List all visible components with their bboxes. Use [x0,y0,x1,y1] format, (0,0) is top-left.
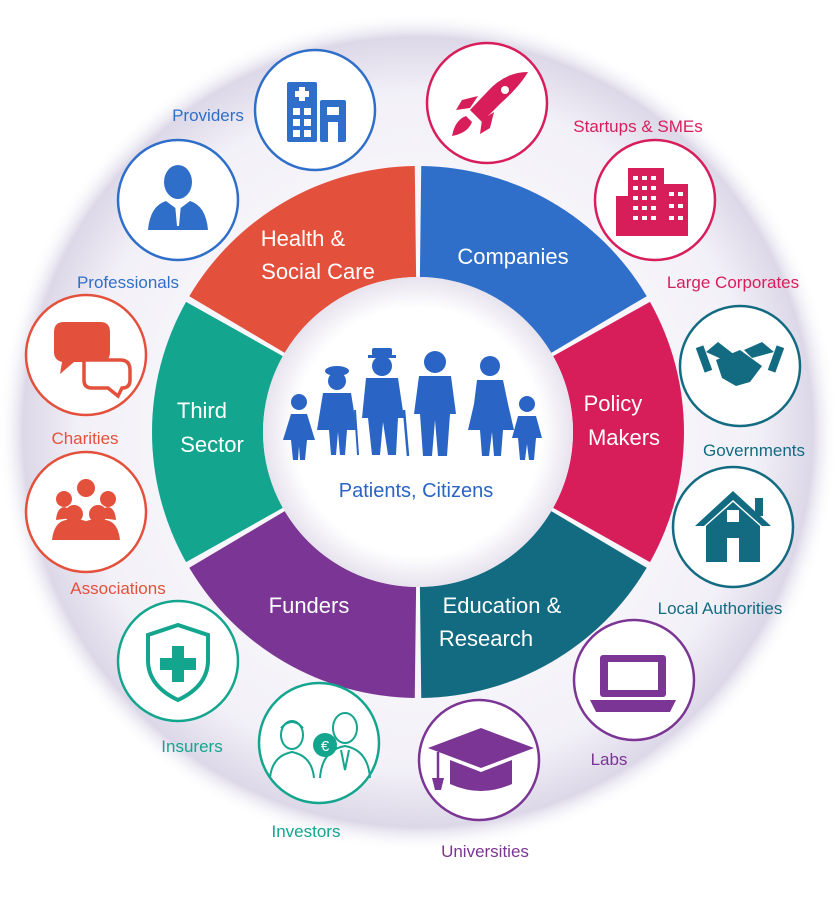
professionals-circle [116,138,240,262]
laptop-icon [590,655,676,712]
shield-cross-icon [146,622,210,703]
svg-text:€: € [321,738,330,755]
stakeholder-ring-local[interactable] [671,465,795,589]
center-label: Patients, Citizens [339,480,494,502]
stakeholder-ring-startups[interactable] [425,41,549,165]
stakeholder-label-local: Local Authorities [658,599,783,618]
stakeholder-ring-providers[interactable] [253,48,377,172]
stakeholder-label-charities: Charities [51,429,118,448]
stakeholder-label-insurers: Insurers [161,737,222,756]
stakeholder-ring-associations[interactable] [24,450,148,574]
segment-label-policy: Policy Makers [584,391,660,450]
stakeholder-ring-governments[interactable] [678,304,802,428]
stakeholder-ring-insurers[interactable] [116,599,240,723]
wheel-segments [152,166,684,698]
segment-label-health: Health & Social Care [261,226,375,284]
stakeholder-label-corporates: Large Corporates [667,273,799,292]
stakeholder-ring-professionals[interactable] [116,138,240,262]
graduation-cap-icon [428,728,534,791]
stakeholder-label-professionals: Professionals [77,273,179,292]
group-icon [52,479,120,540]
stakeholder-label-labs: Labs [591,750,628,769]
segment-label-funders: Funders [269,593,350,618]
stakeholder-label-governments: Governments [703,441,805,460]
stakeholder-ring-charities[interactable] [24,293,148,417]
handshake-icon [695,342,785,386]
segment-label-companies: Companies [457,244,568,269]
stakeholder-ring-investors[interactable]: € [257,681,381,805]
segment-funders[interactable] [152,301,283,563]
investors-icon: € [269,712,371,779]
stakeholder-ring-labs[interactable] [572,618,696,742]
segment-health-social-care[interactable] [419,166,647,353]
rocket-icon [452,72,528,136]
buildings-icon [616,168,688,236]
segment-third-sector[interactable] [189,166,417,353]
center-circle [263,277,573,587]
associations-circle [24,450,148,574]
house-icon [695,491,771,562]
stakeholder-label-universities: Universities [441,842,529,861]
segment-education-research[interactable] [189,511,417,698]
family-icon [283,348,542,460]
stakeholder-ring-universities[interactable] [417,698,541,822]
stakeholder-ring-corporates[interactable] [593,138,717,262]
hospital-icon [287,82,346,142]
stakeholder-label-providers: Providers [172,106,244,125]
segment-label-education: Education & Research [439,593,567,651]
stakeholder-label-startups: Startups & SMEs [573,117,702,136]
stakeholder-label-investors: Investors [272,822,341,841]
segment-companies[interactable] [553,301,684,563]
segment-policy-makers[interactable] [419,511,647,698]
professional-icon [148,165,208,230]
segment-label-third: Third Sector [177,398,244,457]
stakeholder-label-associations: Associations [70,579,165,598]
speech-bubbles-icon [54,322,132,399]
